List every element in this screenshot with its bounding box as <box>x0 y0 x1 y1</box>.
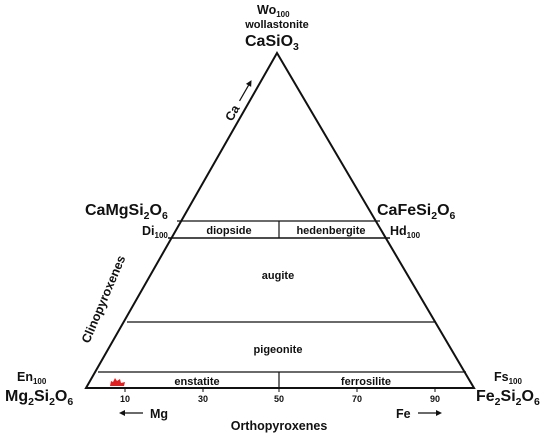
fe-arrow-icon <box>436 410 442 416</box>
field-diopside: diopside <box>206 225 251 237</box>
bottom-right-formula: Fe2Si2O6 <box>476 388 540 408</box>
mg-label: Mg <box>150 407 168 421</box>
mg-arrow-icon <box>119 410 125 416</box>
bottom-left-formula: Mg2Si2O6 <box>5 388 73 408</box>
tick-label-3: 50 <box>274 394 284 404</box>
tick-label-5: 90 <box>430 394 440 404</box>
tick-label-4: 70 <box>352 394 362 404</box>
field-augite: augite <box>262 270 294 282</box>
left-formula: CaMgSi2O6 <box>85 202 168 222</box>
tick-label-2: 30 <box>198 394 208 404</box>
bottom-right-member: Fs100 <box>494 370 522 386</box>
fe-label: Fe <box>396 407 411 421</box>
field-ferrosilite: ferrosilite <box>341 376 391 388</box>
bottom-left-member: En100 <box>17 370 47 386</box>
base-ticks <box>124 388 436 392</box>
ca-label: Ca <box>222 102 243 124</box>
right-member: Hd100 <box>390 224 421 240</box>
sample-marker <box>110 378 125 386</box>
apex-formula: CaSiO3 <box>245 33 299 53</box>
apex-name: wollastonite <box>244 19 309 31</box>
ca-arrow-shaft <box>239 85 250 102</box>
orthopyroxenes-label: Orthopyroxenes <box>231 419 328 433</box>
field-enstatite: enstatite <box>174 376 219 388</box>
apex-wo-label: Wo100 <box>257 3 290 19</box>
field-pigeonite: pigeonite <box>254 344 303 356</box>
left-member: Di100 <box>142 224 168 240</box>
tick-label-1: 10 <box>120 394 130 404</box>
fe-direction: Fe <box>396 407 442 421</box>
ca-arrow-icon <box>245 80 252 87</box>
clinopyroxenes-label: Clinopyroxenes <box>79 253 129 345</box>
right-formula: CaFeSi2O6 <box>377 202 456 222</box>
mg-direction: Mg <box>119 407 168 421</box>
field-hedenbergite: hedenbergite <box>296 225 365 237</box>
